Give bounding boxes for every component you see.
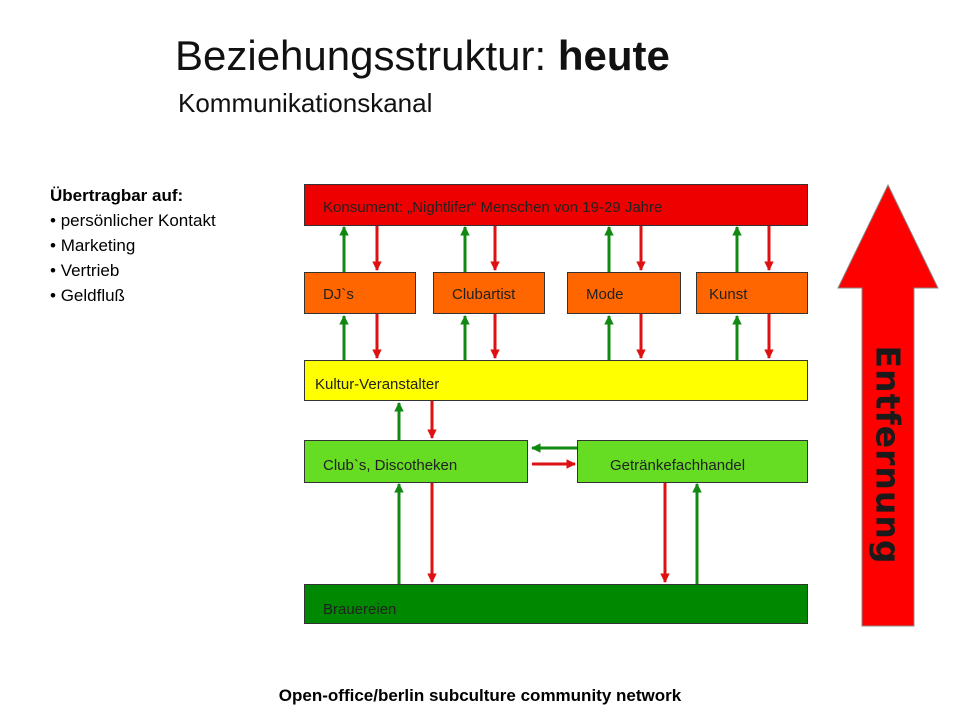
- node-clubartist: Clubartist: [433, 272, 545, 314]
- page-subtitle: Kommunikationskanal: [178, 88, 433, 118]
- node-kultur-veranstalter: Kultur-Veranstalter: [304, 360, 808, 401]
- list-item: Geldfluß: [50, 283, 216, 308]
- node-label: Getränkefachhandel: [610, 457, 746, 474]
- node-label: Kultur-Veranstalter: [315, 376, 440, 393]
- node-clubs: Club`s, Discotheken: [304, 440, 528, 483]
- distance-label: Entfernung: [868, 345, 908, 565]
- page-title: Beziehungsstruktur: heute: [175, 32, 670, 80]
- node-kunst: Kunst: [696, 272, 808, 314]
- list-item: persönlicher Kontakt: [50, 208, 216, 233]
- node-mode: Mode: [567, 272, 681, 314]
- node-label: Clubartist: [452, 286, 516, 303]
- node-label: DJ`s: [323, 286, 354, 303]
- title-bold: heute: [557, 32, 670, 79]
- distance-arrow: [837, 183, 939, 627]
- transferable-list: Übertragbar auf: persönlicher Kontakt Ma…: [50, 183, 216, 308]
- node-konsument: Konsument: „Nightlifer“ Menschen von 19-…: [304, 184, 808, 226]
- footer-caption: Open-office/berlin subculture community …: [278, 686, 682, 705]
- node-label: Konsument: „Nightlifer“ Menschen von 19-…: [323, 199, 663, 216]
- node-label: Mode: [586, 286, 624, 303]
- node-brauereien: Brauereien: [304, 584, 808, 624]
- list-item: Vertrieb: [50, 258, 216, 283]
- transferable-heading: Übertragbar auf:: [50, 186, 184, 205]
- node-djs: DJ`s: [304, 272, 416, 314]
- node-label: Kunst: [709, 286, 748, 303]
- node-label: Club`s, Discotheken: [323, 457, 458, 474]
- list-item: Marketing: [50, 233, 216, 258]
- title-main: Beziehungsstruktur:: [175, 32, 558, 79]
- node-getraenkefachhandel: Getränkefachhandel: [577, 440, 808, 483]
- node-label: Brauereien: [323, 601, 397, 618]
